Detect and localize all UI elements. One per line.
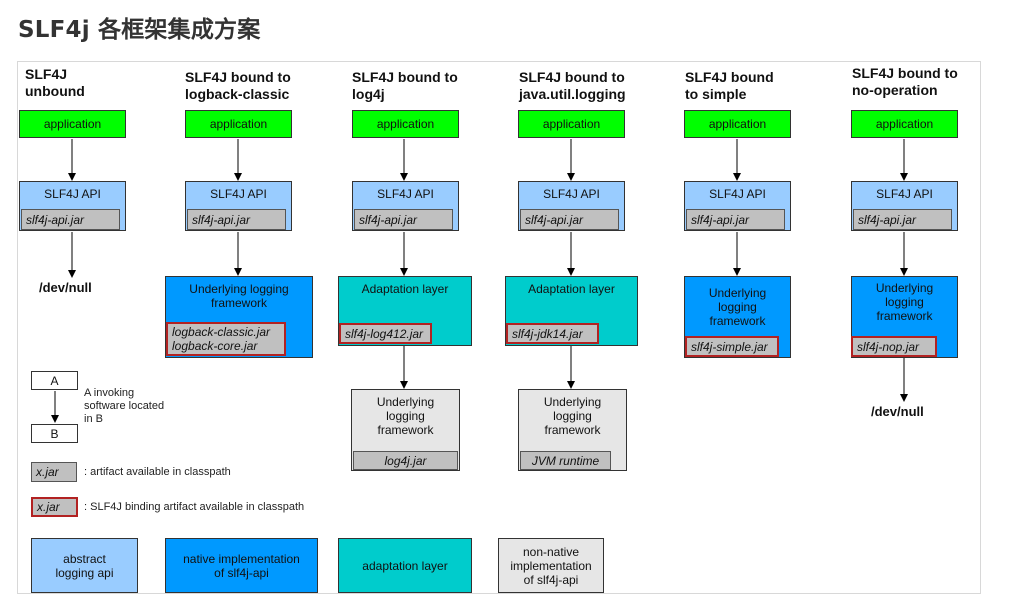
legend-swatch-abstract-api: abstract logging api — [31, 538, 138, 593]
api-jar: slf4j-api.jar — [520, 209, 619, 230]
api-jar: slf4j-api.jar — [21, 209, 120, 230]
binding-jar-simple: slf4j-simple.jar — [685, 336, 779, 357]
column-heading-logback: SLF4J bound to logback-classic — [185, 69, 291, 102]
legend-invoking-text: A invoking software located in B — [84, 387, 165, 425]
slf4j-api-label: SLF4J API — [44, 187, 101, 201]
legend-box-a: A — [31, 371, 78, 390]
api-jar: slf4j-api.jar — [354, 209, 453, 230]
binding-jar-logback: logback-classic.jar logback-core.jar — [166, 322, 286, 356]
legend-swatch-non-native: non-native implementation of slf4j-api — [498, 538, 604, 593]
column-heading-jul: SLF4J bound to java.util.logging — [519, 69, 626, 102]
slf4j-api-label: SLF4J API — [543, 187, 600, 201]
api-jar: slf4j-api.jar — [686, 209, 785, 230]
page-title: SLF4j 各框架集成方案 — [18, 17, 261, 43]
slf4j-api-label: SLF4J API — [709, 187, 766, 201]
legend-jar-text: : artifact available in classpath — [84, 466, 231, 478]
arrows-layer — [51, 139, 908, 423]
legend-jar-sample: x.jar — [31, 462, 77, 482]
slf4j-api-label: SLF4J API — [210, 187, 267, 201]
application-box: application — [518, 110, 625, 138]
slf4j-integration-diagram: SLF4J unbound application SLF4J API slf4… — [17, 61, 981, 594]
legend-swatch-adaptation: adaptation layer — [338, 538, 472, 593]
column-heading-nop: SLF4J bound to no-operation — [852, 65, 958, 98]
legend-box-b: B — [31, 424, 78, 443]
application-box: application — [185, 110, 292, 138]
application-box: application — [19, 110, 126, 138]
binding-jar-jdk14: slf4j-jdk14.jar — [506, 323, 599, 344]
logback-classic-jar: logback-classic.jar — [172, 325, 271, 339]
binding-jar-nop: slf4j-nop.jar — [851, 336, 937, 357]
framework-jar-jvm-runtime: JVM runtime — [520, 451, 611, 470]
legend-binding-sample: x.jar — [31, 497, 78, 517]
application-box: application — [352, 110, 459, 138]
slf4j-api-label: SLF4J API — [377, 187, 434, 201]
legend-binding-text: : SLF4J binding artifact available in cl… — [84, 501, 305, 513]
framework-jar-log4j: log4j.jar — [353, 451, 458, 470]
dev-null-label: /dev/null — [871, 404, 924, 419]
application-box: application — [684, 110, 791, 138]
binding-jar-log412: slf4j-log412.jar — [339, 323, 432, 344]
api-jar: slf4j-api.jar — [187, 209, 286, 230]
column-heading-unbound: SLF4J unbound — [25, 66, 85, 99]
column-heading-log4j: SLF4J bound to log4j — [352, 69, 458, 102]
logback-core-jar: logback-core.jar — [172, 339, 258, 353]
application-box: application — [851, 110, 958, 138]
column-heading-simple: SLF4J bound to simple — [685, 69, 774, 102]
api-jar: slf4j-api.jar — [853, 209, 952, 230]
legend-swatch-native-impl: native implementation of slf4j-api — [165, 538, 318, 593]
slf4j-api-label: SLF4J API — [876, 187, 933, 201]
dev-null-label: /dev/null — [39, 280, 92, 295]
